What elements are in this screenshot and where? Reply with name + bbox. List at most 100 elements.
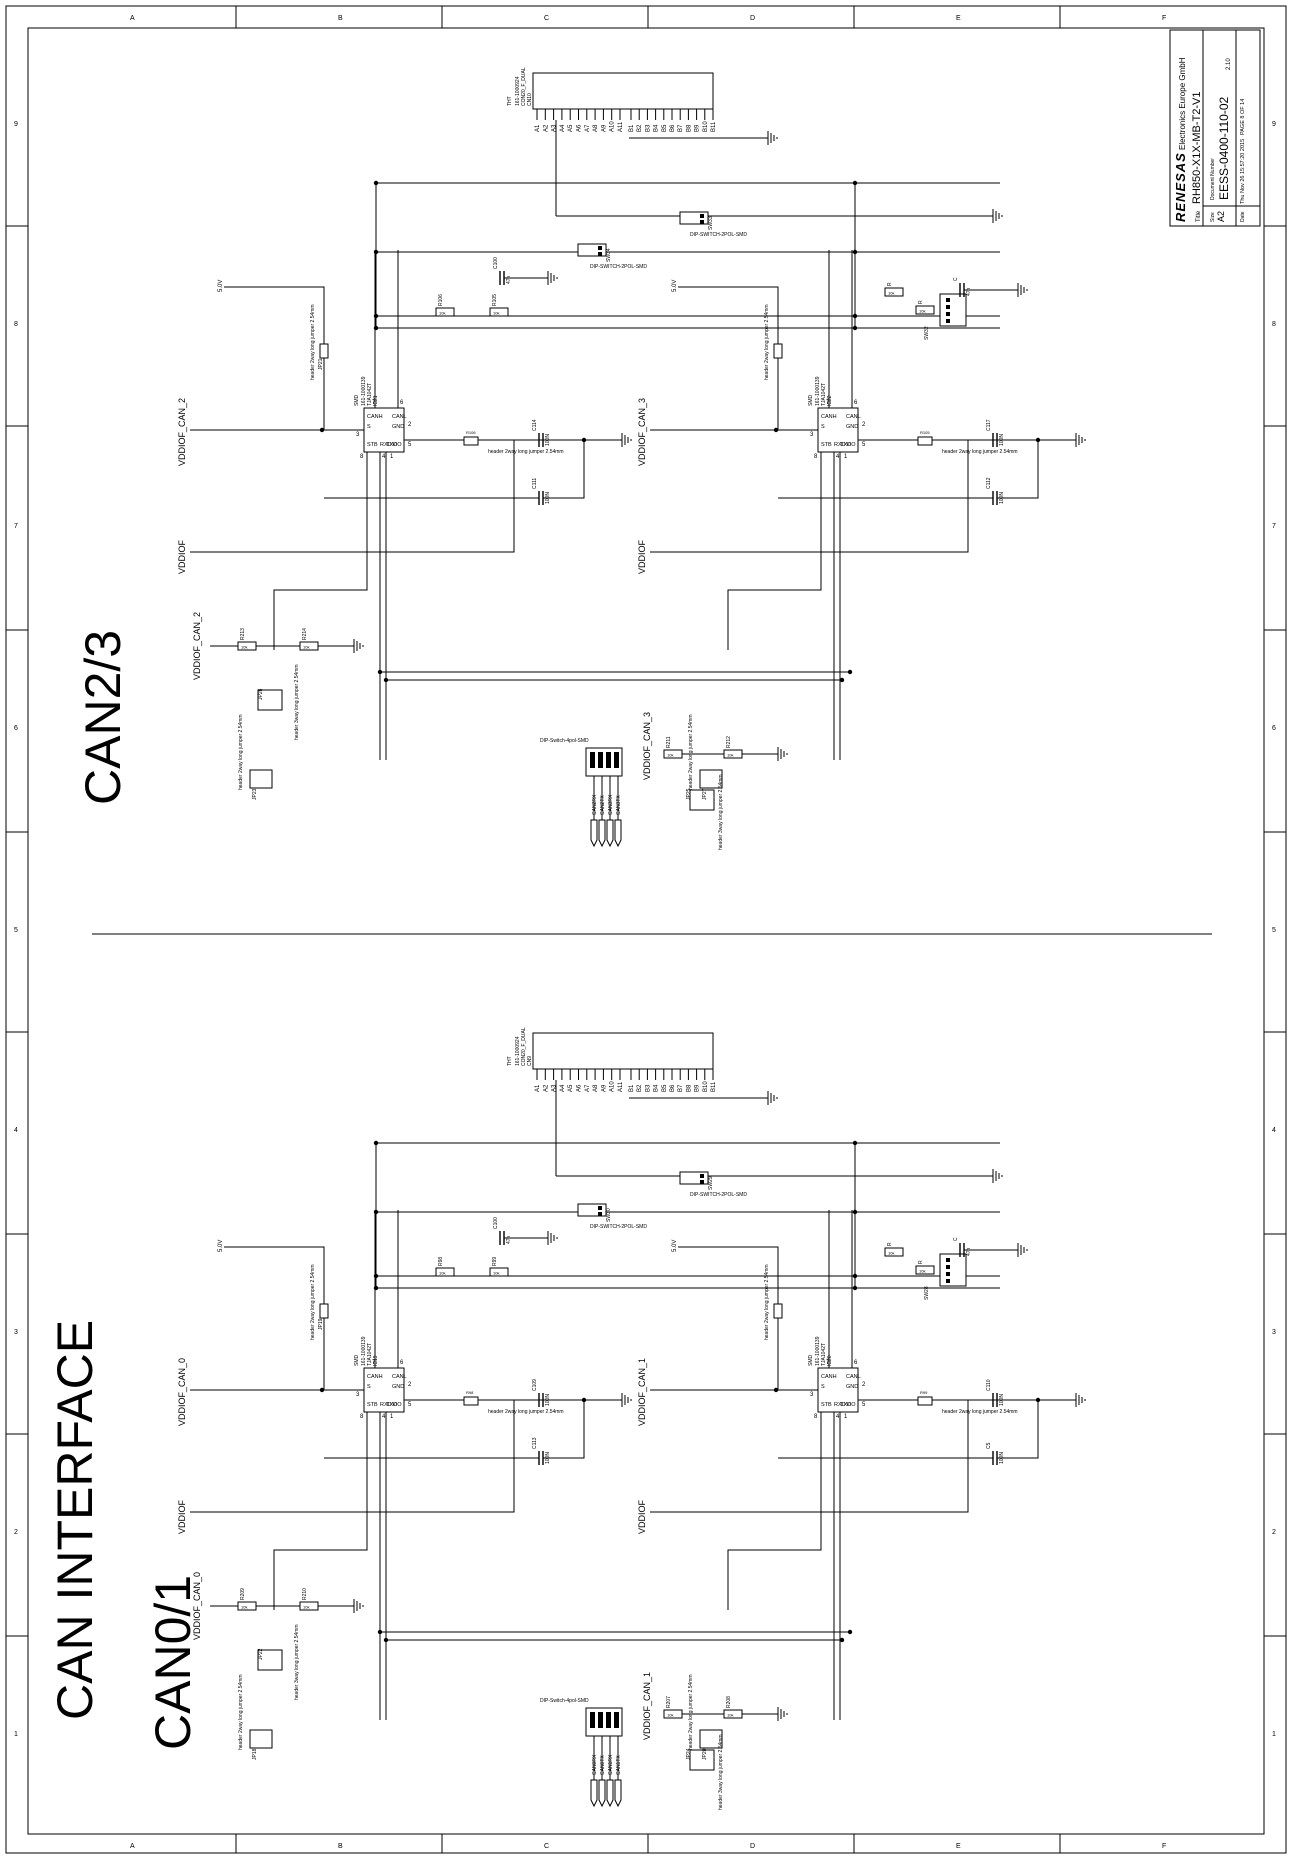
resistor-ref: R209 bbox=[240, 1588, 246, 1600]
dipswitch-label: DIP-SWITCH-2POL-SMD bbox=[590, 264, 647, 270]
wire bbox=[727, 1412, 822, 1610]
capacitor-ref: C5 bbox=[986, 1442, 992, 1449]
transceiver-part: TJA1042T bbox=[821, 1343, 827, 1366]
capacitor-ref: C110 bbox=[986, 1379, 992, 1391]
transceiver-pin: VIO bbox=[846, 1402, 856, 1408]
jumper-label: header 2way long jumper 2.54mm bbox=[942, 1409, 1018, 1415]
ground-icon bbox=[1068, 433, 1086, 447]
transceiver-pin: VIO bbox=[392, 1402, 402, 1408]
pin-number: 3 bbox=[356, 1392, 360, 1398]
zone-row-label: 8 bbox=[14, 321, 18, 328]
pin-number: 4 bbox=[382, 454, 386, 460]
connector-pin-a: A11 bbox=[618, 121, 624, 132]
jumper-ref: JP19 bbox=[318, 1318, 324, 1330]
transceiver-pin: STB bbox=[367, 442, 378, 448]
title-block: RENESAS Electronics Europe GmbH Title RH… bbox=[1169, 29, 1261, 227]
renesas-logo: RENESAS Electronics Europe GmbH bbox=[1173, 57, 1188, 222]
pin-number: 6 bbox=[400, 400, 404, 406]
pin-number: 2 bbox=[862, 422, 866, 428]
zone-col-label: E bbox=[956, 1843, 961, 1850]
ground-icon bbox=[760, 131, 778, 145]
capacitor-value: 47n bbox=[966, 1247, 972, 1256]
transceiver-pin: CANH bbox=[821, 414, 837, 420]
zone-row-label: 7 bbox=[14, 523, 18, 530]
pin-number: 2 bbox=[862, 1382, 866, 1388]
v5-wire bbox=[678, 286, 779, 344]
v5-wire bbox=[224, 1246, 325, 1304]
dipswitch-sw28: SW28 bbox=[924, 1253, 967, 1300]
ground-icon bbox=[985, 1169, 1003, 1183]
pin-number: 3 bbox=[356, 432, 360, 438]
transceiver-partno: 161-1000139 bbox=[361, 376, 367, 406]
zone-row-label: 7 bbox=[1272, 523, 1276, 530]
vdd-can-net: VDDIOF_CAN_1 bbox=[637, 1358, 647, 1426]
transceiver-pin: GND bbox=[392, 1384, 404, 1390]
jumper-header-3way bbox=[689, 789, 715, 811]
resistor-value: 10k bbox=[493, 311, 499, 316]
jumper-v5 bbox=[319, 343, 329, 359]
zone-col-label: F bbox=[1162, 1843, 1166, 1850]
board-title: RH850-X1X-MB-T2-V1 bbox=[1191, 92, 1203, 204]
junction-dot bbox=[773, 427, 779, 433]
pin-number: 6 bbox=[854, 400, 858, 406]
connector-pin-a: A2 bbox=[543, 124, 549, 132]
jumper-v5 bbox=[773, 343, 783, 359]
jumper-label: header 3way long jumper 2.54mm bbox=[718, 774, 724, 850]
net-flag bbox=[598, 1779, 606, 1808]
transceiver-ref: IC22 bbox=[827, 395, 833, 406]
jumper-header-2way bbox=[699, 769, 723, 789]
zone-col-label: A bbox=[130, 15, 135, 22]
pin-number: 3 bbox=[810, 432, 814, 438]
wire bbox=[727, 452, 822, 650]
sheet-date: Thu Nov 26 15:57:20 2015 bbox=[1240, 139, 1246, 204]
vdd-can-net: VDDIOF_CAN_0 bbox=[177, 1358, 187, 1426]
jumper-label: header 3way long jumper 2.54mm bbox=[718, 1734, 724, 1810]
capacitor-ref: C bbox=[953, 1237, 959, 1241]
connector-pin-a: A8 bbox=[593, 1084, 599, 1092]
revision: 2.10 bbox=[1226, 58, 1232, 70]
document-number: EESS-0400-110-02 bbox=[1217, 96, 1231, 200]
sheet-size: A2 bbox=[1216, 211, 1226, 222]
connector-pin-a: A9 bbox=[601, 124, 607, 132]
capacitor-value: 100N bbox=[999, 1394, 1005, 1406]
connector-name: CON20_F_DUAL bbox=[521, 1027, 527, 1066]
jumper-label: header 2way long jumper 2.54mm bbox=[688, 714, 694, 790]
pin-number: 7 bbox=[372, 400, 376, 406]
dipswitch-ref: SW30 bbox=[606, 1208, 612, 1222]
connector-pin-b: B1 bbox=[629, 124, 635, 132]
pin-number: 2 bbox=[408, 1382, 412, 1388]
connector-pin-b: B5 bbox=[662, 1084, 668, 1092]
pin-number: 5 bbox=[862, 442, 866, 448]
zone-col-label: C bbox=[544, 1843, 549, 1850]
junction-dot bbox=[581, 437, 587, 443]
capacitor-value: 47n bbox=[966, 287, 972, 296]
connector-pin-b: B11 bbox=[711, 1081, 717, 1092]
zone-row-label: 3 bbox=[14, 1329, 18, 1336]
capacitor-ref: C100 bbox=[493, 257, 499, 269]
connector-pin-a: A4 bbox=[560, 124, 566, 132]
zone-col-label: D bbox=[750, 1843, 755, 1850]
connector-ref: CN10 bbox=[527, 93, 533, 106]
transceiver-pin: TXD bbox=[386, 1402, 397, 1408]
junction-dot bbox=[383, 1637, 389, 1643]
dipswitch-ref: SW29 bbox=[708, 1176, 714, 1190]
vdd-can-net: VDDIOF_CAN_1 bbox=[642, 1672, 652, 1740]
wire bbox=[543, 440, 585, 499]
resistor-ref: R210 bbox=[302, 1588, 308, 1600]
title-label: Title bbox=[1196, 210, 1202, 222]
can-net-label: CAN1TX bbox=[616, 1755, 622, 1775]
page-number: PAGE 8 OF 14 bbox=[1240, 99, 1246, 135]
transceiver-pin: RXD bbox=[380, 1402, 392, 1408]
resistor-value: 10k bbox=[888, 291, 894, 296]
